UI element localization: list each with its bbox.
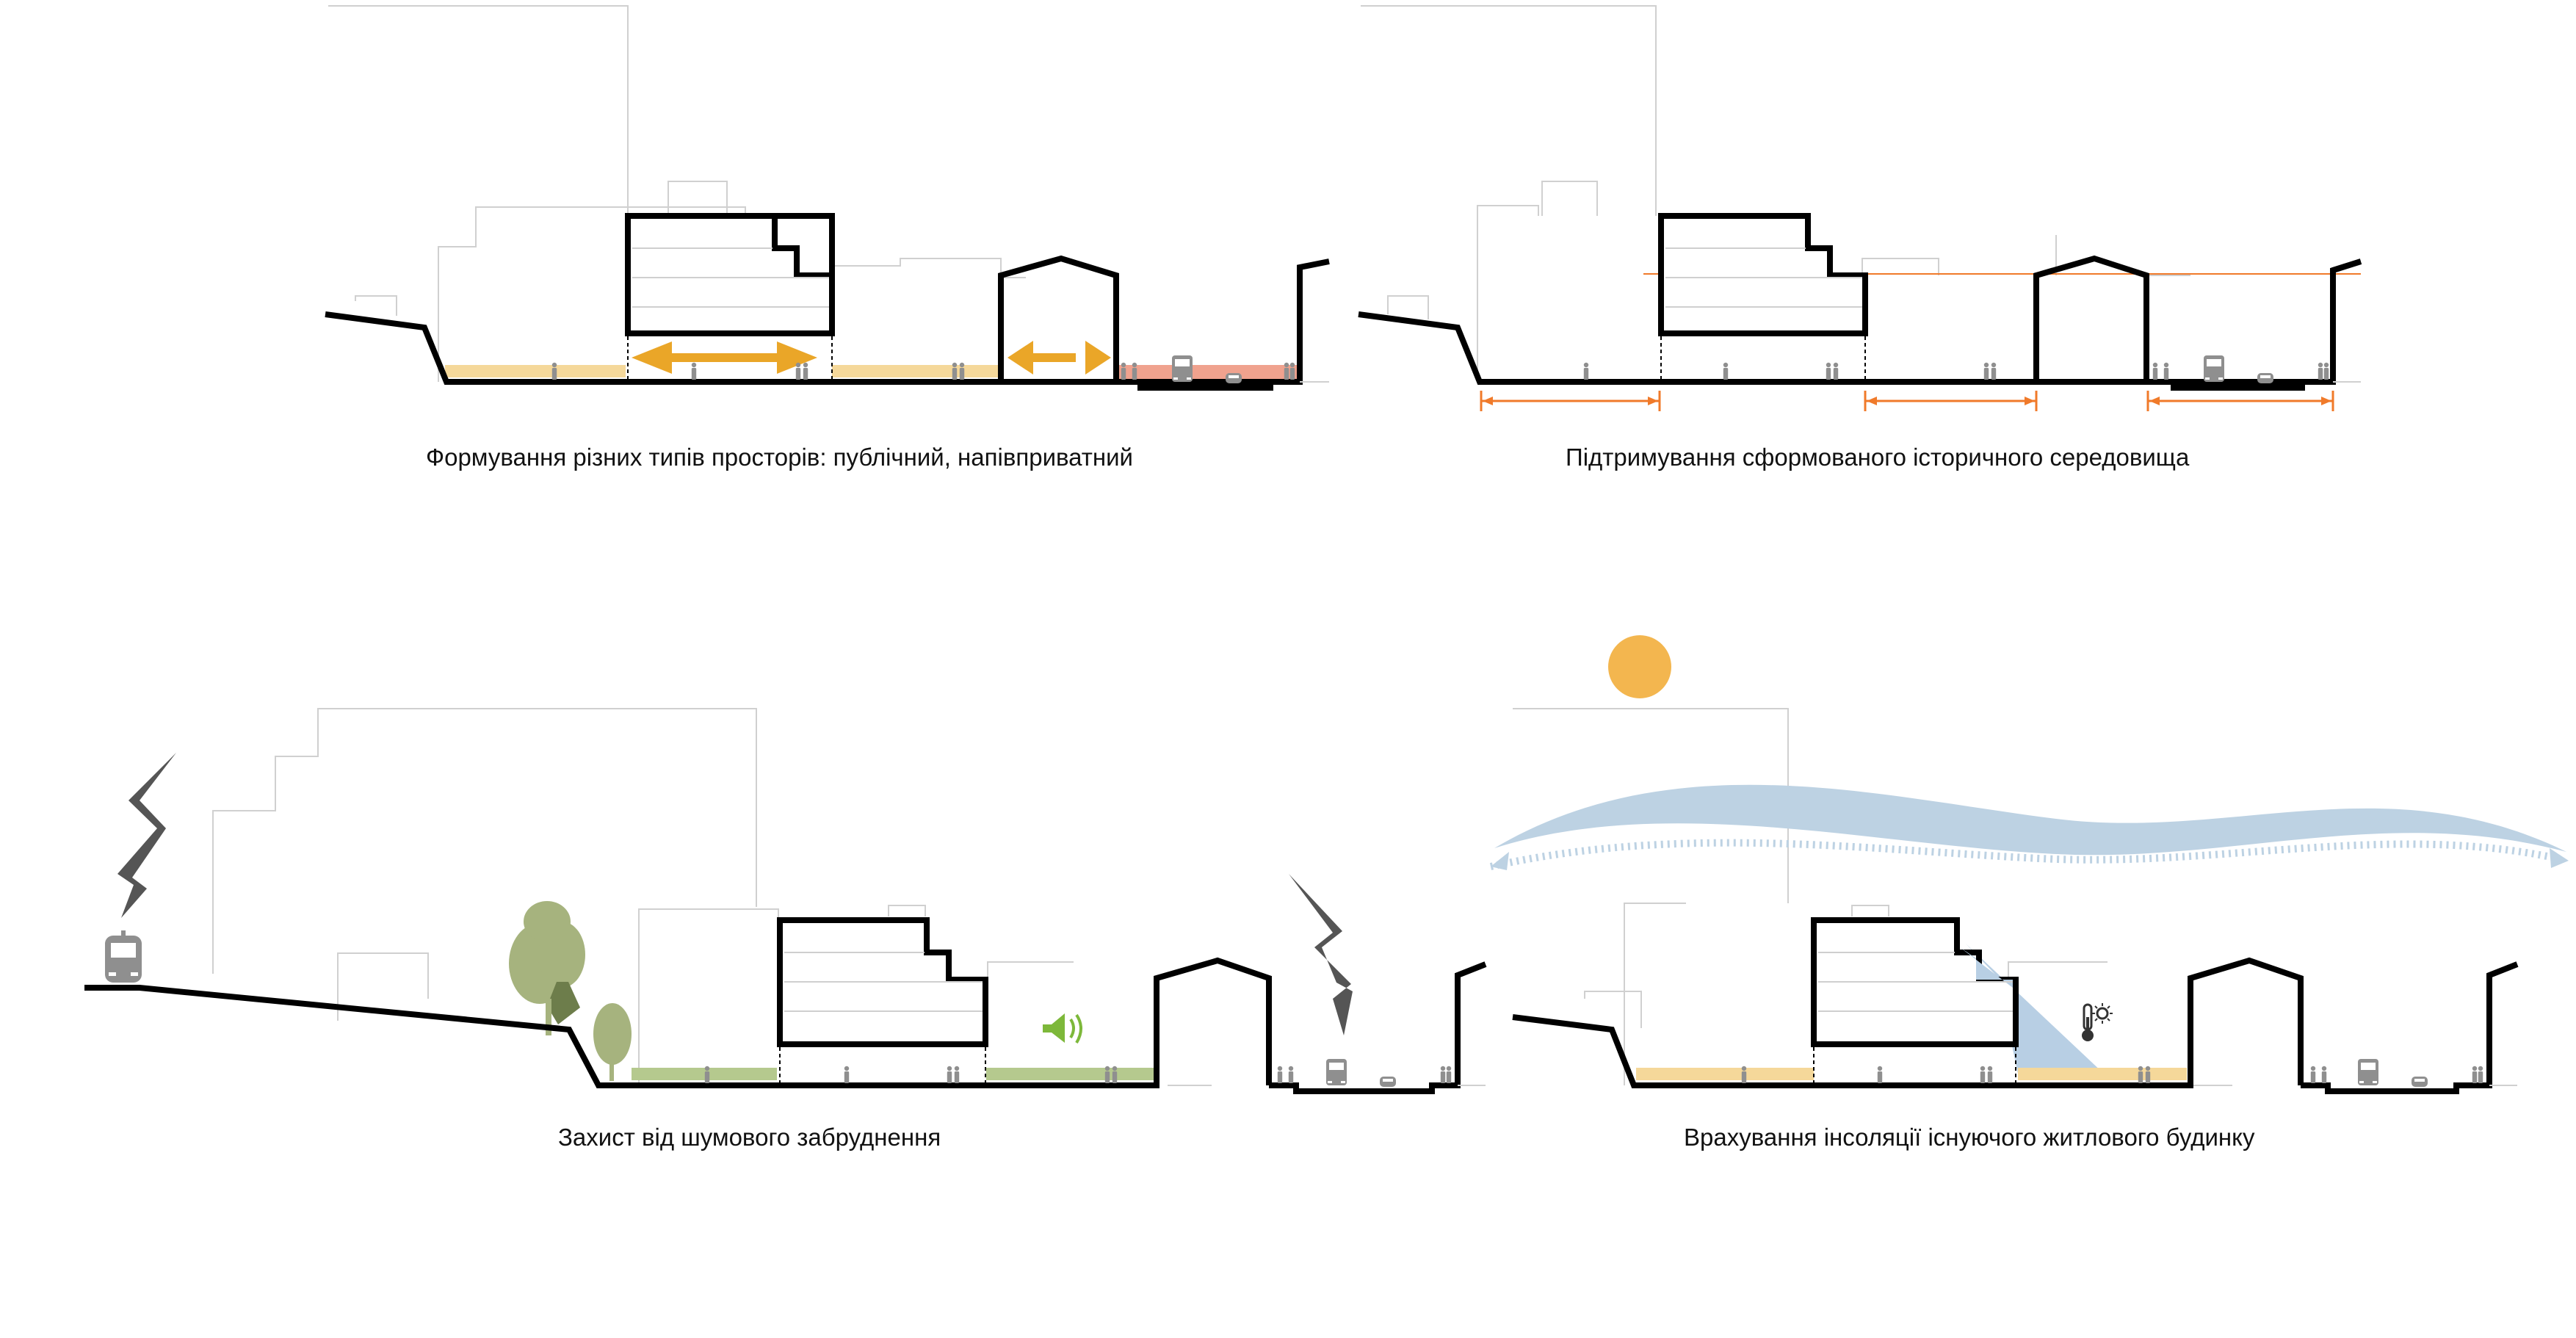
speaker-icon [1043,1013,1082,1044]
section-outline [1512,957,2519,1094]
bus-icon [2358,1059,2378,1085]
car-icon [1380,1077,1396,1087]
lightning-icon [117,753,176,918]
double-arrow-icon [632,341,817,374]
green-space-band [986,1068,1154,1080]
panel-noise [84,708,1487,1094]
green-space-band [632,1068,777,1080]
sun-icon [1608,635,1671,698]
caption-spaces: Формування різних типів просторів: публі… [426,444,1133,471]
car-icon [1226,373,1242,383]
panel-spaces [325,5,1330,391]
tree-icon [509,901,585,1035]
car-icon [2412,1077,2428,1087]
public-space-band [1636,1068,1814,1080]
bus-icon [1326,1059,1347,1085]
car-icon [2257,373,2273,383]
wind-arc-icon [1489,784,2569,870]
public-space-band [445,365,626,377]
shadow-wedge [1966,944,2104,1074]
tram-icon [105,930,142,983]
section-outline [1358,255,2362,391]
bus-icon [1172,355,1193,382]
panel-insolation [1489,635,2569,1094]
caption-historic: Підтримування сформованого історичного с… [1566,444,2190,471]
public-space-band [832,365,1001,377]
double-arrow-icon [1007,341,1111,375]
bus-icon [2204,355,2224,382]
public-space-band [2018,1068,2187,1080]
lightning-icon [1289,874,1353,1035]
caption-noise: Захист від шумового забруднення [558,1124,941,1151]
context-outline [1513,708,2232,1086]
dimension-line [1480,391,2334,411]
context-outline [1361,5,2190,382]
section-outline [84,957,1487,1094]
thermometer-sun-icon [2082,1003,2113,1041]
caption-insolation: Врахування інсоляції існуючого житлового… [1684,1124,2255,1151]
tree-icon [593,1003,632,1081]
panel-historic [1358,5,2362,411]
